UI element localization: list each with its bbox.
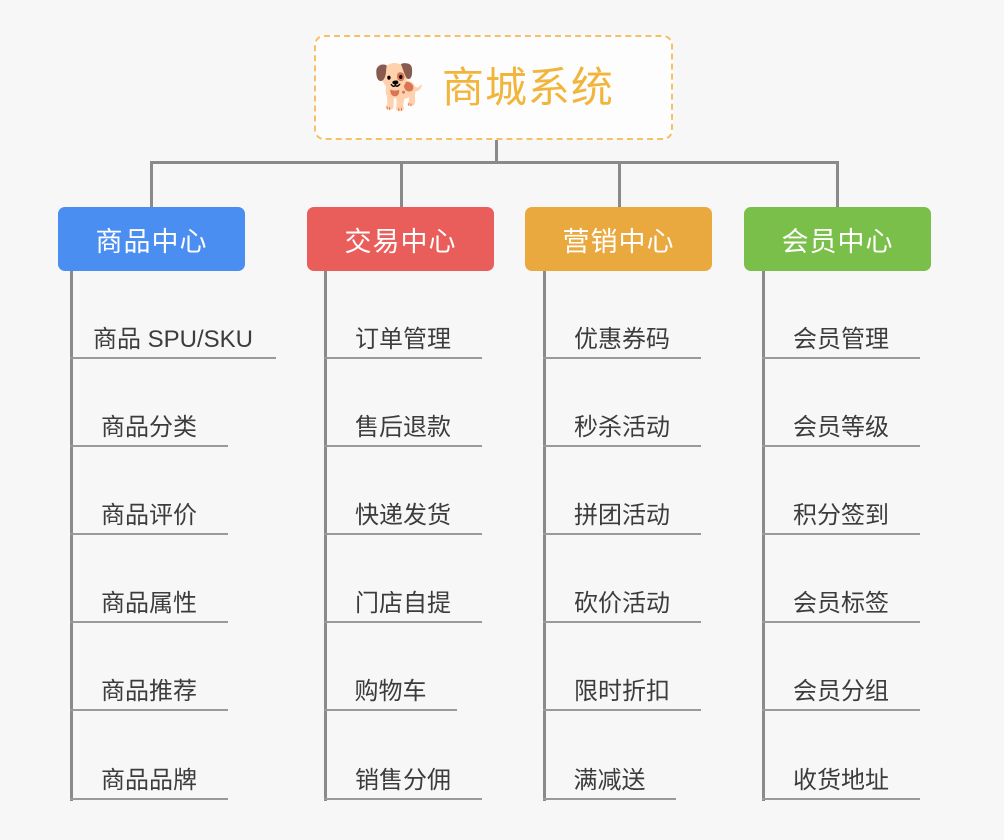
category-node-member-center[interactable]: 会员中心 <box>744 207 931 271</box>
leaf-item[interactable]: 会员标签 <box>762 535 920 623</box>
shiba-dog-face-icon: 🐕 <box>373 62 428 112</box>
leaf-item-label: 商品属性 <box>101 589 197 617</box>
leaf-item-label: 砍价活动 <box>574 589 670 617</box>
leaf-item[interactable]: 优惠券码 <box>543 271 701 359</box>
leaf-item-label: 快递发货 <box>355 501 451 529</box>
leaf-item[interactable]: 快递发货 <box>324 447 482 535</box>
category-node-label: 会员中心 <box>781 226 894 257</box>
connector-branch-drop-4 <box>836 161 839 207</box>
connector-branch-drop-2 <box>400 161 403 207</box>
column-spine <box>762 271 765 801</box>
category-node-marketing-center[interactable]: 营销中心 <box>525 207 712 271</box>
leaf-item-label: 商品 SPU/SKU <box>92 325 254 353</box>
leaf-item-label: 购物车 <box>354 677 427 705</box>
leaf-column-product-center: 商品 SPU/SKU 商品分类 商品评价 商品属性 商品推荐 商品品牌 <box>70 271 280 801</box>
category-node-label: 交易中心 <box>344 226 457 257</box>
leaf-item[interactable]: 购物车 <box>324 623 457 711</box>
leaf-item[interactable]: 商品评价 <box>70 447 228 535</box>
column-spine <box>543 271 546 801</box>
leaf-item[interactable]: 拼团活动 <box>543 447 701 535</box>
leaf-item[interactable]: 会员等级 <box>762 359 920 447</box>
leaf-item[interactable]: 销售分佣 <box>324 711 482 800</box>
connector-branch-drop-3 <box>618 161 621 207</box>
leaf-item-label: 会员等级 <box>793 413 889 441</box>
leaf-item-label: 会员标签 <box>793 589 889 617</box>
leaf-item[interactable]: 订单管理 <box>324 271 482 359</box>
leaf-item[interactable]: 收货地址 <box>762 711 920 800</box>
leaf-item[interactable]: 商品分类 <box>70 359 228 447</box>
category-node-trade-center[interactable]: 交易中心 <box>307 207 494 271</box>
leaf-item[interactable]: 会员管理 <box>762 271 920 359</box>
leaf-item-label: 限时折扣 <box>574 677 670 705</box>
leaf-item-label: 拼团活动 <box>574 501 670 529</box>
leaf-item-label: 商品品牌 <box>101 766 197 794</box>
leaf-item-label: 会员管理 <box>793 325 889 353</box>
leaf-item-label: 优惠券码 <box>574 325 670 353</box>
leaf-item[interactable]: 会员分组 <box>762 623 920 711</box>
connector-root-stem <box>495 140 498 164</box>
leaf-column-marketing-center: 优惠券码 秒杀活动 拼团活动 砍价活动 限时折扣 满减送 <box>543 271 703 801</box>
leaf-item-label: 售后退款 <box>355 413 451 441</box>
leaf-item-label: 商品评价 <box>101 501 197 529</box>
leaf-item[interactable]: 秒杀活动 <box>543 359 701 447</box>
leaf-column-trade-center: 订单管理 售后退款 快递发货 门店自提 购物车 销售分佣 <box>324 271 484 801</box>
root-node-mall-system[interactable]: 🐕 商城系统 <box>314 35 673 140</box>
leaf-item-label: 积分签到 <box>793 501 889 529</box>
leaf-item[interactable]: 商品品牌 <box>70 711 228 800</box>
leaf-item-label: 门店自提 <box>355 589 451 617</box>
leaf-item[interactable]: 商品属性 <box>70 535 228 623</box>
leaf-item[interactable]: 商品 SPU/SKU <box>70 271 276 359</box>
leaf-item-label: 订单管理 <box>355 325 451 353</box>
leaf-item-label: 满减送 <box>573 766 646 794</box>
leaf-item[interactable]: 满减送 <box>543 711 676 800</box>
leaf-item[interactable]: 门店自提 <box>324 535 482 623</box>
leaf-item[interactable]: 砍价活动 <box>543 535 701 623</box>
category-node-label: 商品中心 <box>95 226 208 257</box>
root-node-label: 商城系统 <box>441 63 614 111</box>
leaf-item[interactable]: 积分签到 <box>762 447 920 535</box>
leaf-item[interactable]: 限时折扣 <box>543 623 701 711</box>
connector-trunk-bar <box>150 161 839 164</box>
leaf-item-label: 会员分组 <box>793 677 889 705</box>
leaf-item-label: 商品推荐 <box>101 677 197 705</box>
column-spine <box>70 271 73 801</box>
leaf-item[interactable]: 商品推荐 <box>70 623 228 711</box>
leaf-item-label: 收货地址 <box>793 766 889 794</box>
leaf-item-label: 销售分佣 <box>355 766 451 794</box>
leaf-item-label: 秒杀活动 <box>574 413 670 441</box>
category-node-label: 营销中心 <box>562 226 675 257</box>
connector-branch-drop-1 <box>150 161 153 207</box>
category-node-product-center[interactable]: 商品中心 <box>58 207 245 271</box>
leaf-column-member-center: 会员管理 会员等级 积分签到 会员标签 会员分组 收货地址 <box>762 271 922 801</box>
leaf-item-label: 商品分类 <box>101 413 197 441</box>
leaf-item[interactable]: 售后退款 <box>324 359 482 447</box>
column-spine <box>324 271 327 801</box>
